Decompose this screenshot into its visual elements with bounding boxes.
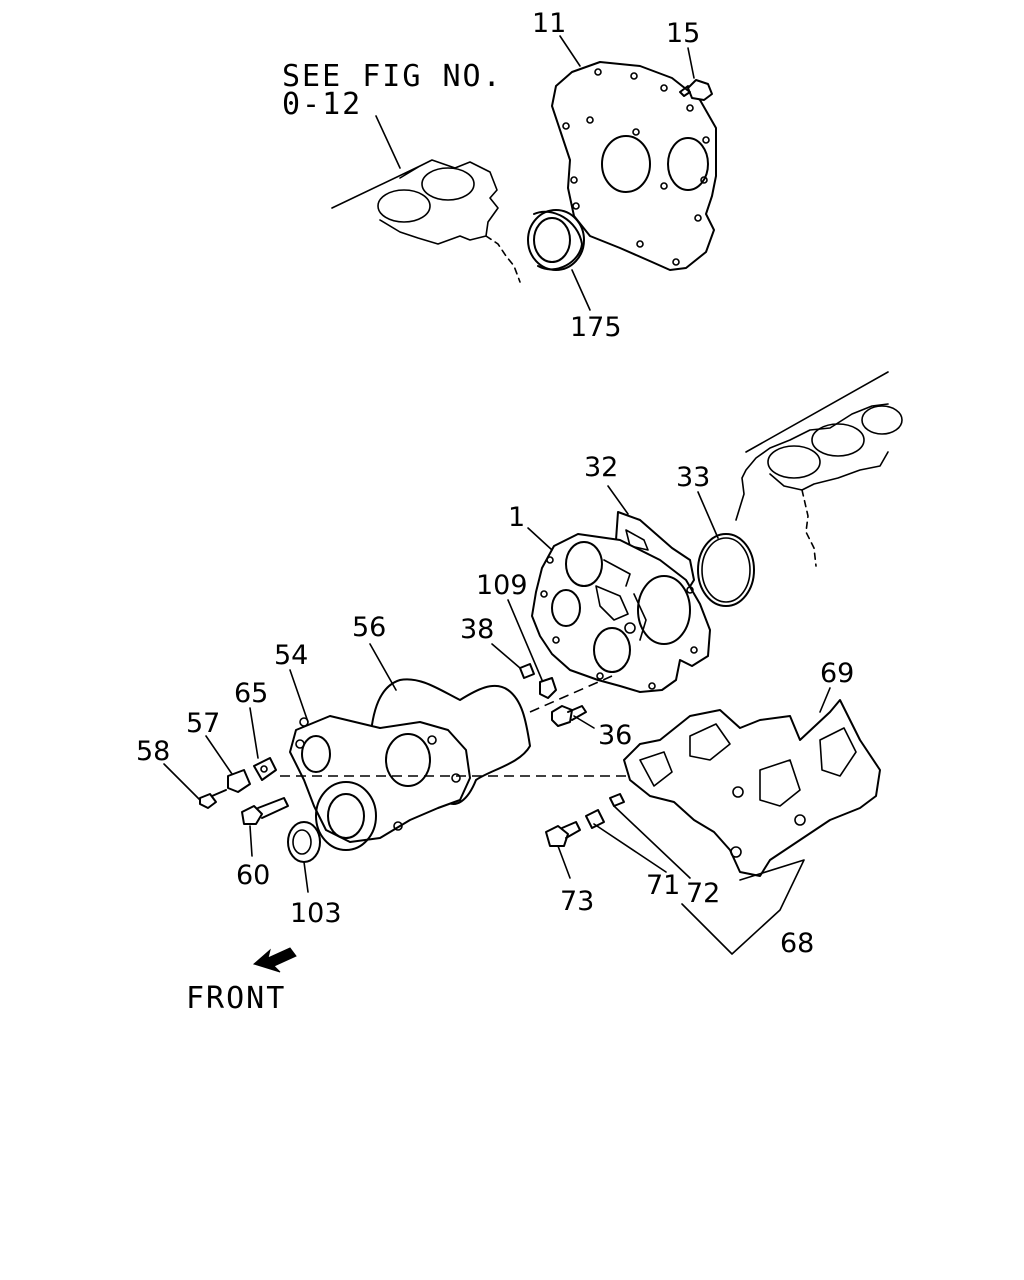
part-54-oil-pump-cover xyxy=(289,715,471,851)
part-60-bolt xyxy=(241,797,289,825)
callout-32: 32 xyxy=(584,452,618,483)
part-57-cover xyxy=(227,769,251,793)
callout-57: 57 xyxy=(186,708,220,739)
part-72-pin xyxy=(609,793,625,807)
part-1-timing-case xyxy=(531,533,711,693)
callout-1: 1 xyxy=(508,502,525,533)
part-15-bolt xyxy=(679,79,713,101)
callout-60: 60 xyxy=(236,860,270,891)
part-73-bolt xyxy=(545,821,581,847)
part-109-plug xyxy=(539,677,557,699)
callout-15: 15 xyxy=(666,18,700,49)
callout-65: 65 xyxy=(234,678,268,709)
front-arrow-icon xyxy=(252,947,297,973)
callout-58: 58 xyxy=(136,736,170,767)
part-65-gasket xyxy=(253,757,277,781)
callout-109: 109 xyxy=(476,570,528,601)
reference-note: SEE FIG NO. 0-12 xyxy=(282,59,503,169)
leader-lines xyxy=(163,35,831,955)
part-103-oil-seal xyxy=(287,821,321,863)
callout-68: 68 xyxy=(780,928,814,959)
part-175-oil-seal xyxy=(527,209,585,271)
callout-11: 11 xyxy=(532,8,566,39)
callout-69: 69 xyxy=(820,658,854,689)
reference-line-1: SEE FIG NO. xyxy=(282,59,503,94)
part-11-rear-plate xyxy=(551,61,717,271)
callout-33: 33 xyxy=(676,462,710,493)
callouts: 11 15 175 32 33 1 109 38 56 54 65 57 58 … xyxy=(136,8,854,959)
part-38-pin xyxy=(519,663,535,679)
front-indicator: FRONT xyxy=(186,947,297,1016)
callout-54: 54 xyxy=(274,640,308,671)
reference-line-2: 0-12 xyxy=(282,87,362,122)
callout-73: 73 xyxy=(560,886,594,917)
engine-block-reference-lower xyxy=(735,371,903,567)
alignment-lines xyxy=(280,675,630,777)
part-36-bolt xyxy=(551,705,587,727)
part-71-plug xyxy=(585,809,605,829)
callout-36: 36 xyxy=(598,720,632,751)
part-33-o-ring xyxy=(697,533,755,607)
callout-103: 103 xyxy=(290,898,342,929)
callout-71: 71 xyxy=(646,870,680,901)
part-58-bolt xyxy=(199,789,227,809)
callout-175: 175 xyxy=(570,312,622,343)
callout-72: 72 xyxy=(686,878,720,909)
part-69-oil-cooler xyxy=(623,699,881,877)
callout-56: 56 xyxy=(352,612,386,643)
engine-block-reference-upper xyxy=(331,159,521,283)
part-56-gasket xyxy=(369,678,531,805)
callout-38: 38 xyxy=(460,614,494,645)
front-label: FRONT xyxy=(186,981,286,1016)
